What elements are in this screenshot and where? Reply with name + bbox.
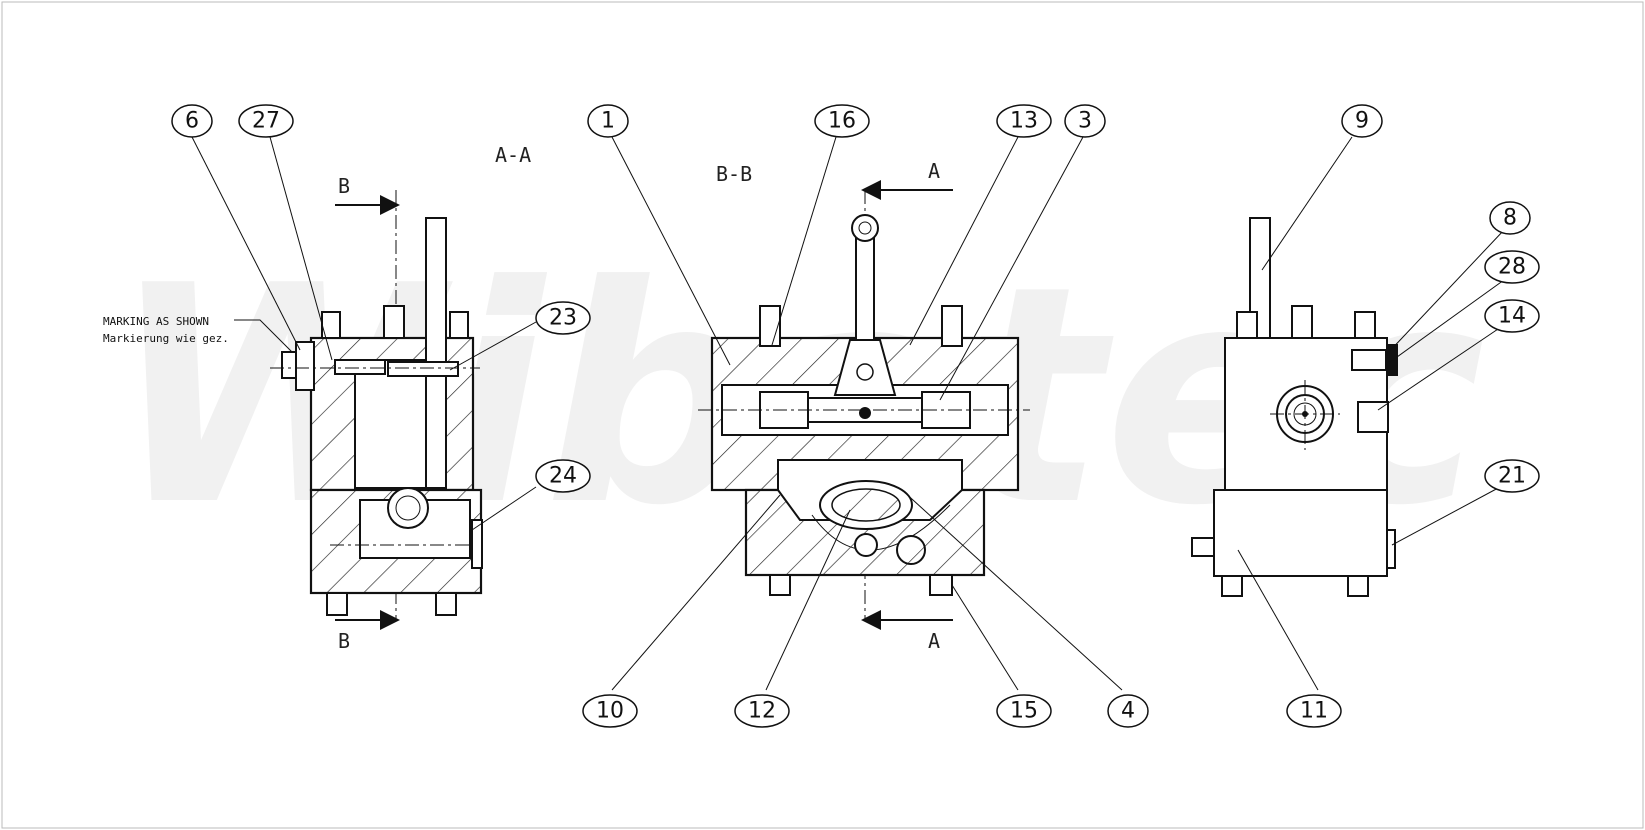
balloon-11: 11 — [1286, 694, 1342, 728]
balloon-23: 23 — [535, 301, 591, 335]
svg-text:1: 1 — [601, 109, 615, 134]
balloon-12: 12 — [734, 694, 790, 728]
svg-text:11: 11 — [1300, 699, 1328, 724]
balloon-13: 13 — [996, 104, 1052, 138]
balloon-16: 16 — [814, 104, 870, 138]
svg-text:6: 6 — [185, 109, 199, 134]
balloons: 6 27 23 24 1 16 13 3 10 12 15 4 9 8 28 1… — [171, 104, 1540, 728]
svg-text:27: 27 — [252, 109, 280, 134]
cut-mark-b-bottom: B — [338, 629, 350, 653]
balloon-21: 21 — [1484, 459, 1540, 493]
balloon-27: 27 — [238, 104, 294, 138]
svg-text:10: 10 — [596, 699, 624, 724]
balloon-14: 14 — [1484, 299, 1540, 333]
marking-note-line1: MARKING AS SHOWN — [103, 315, 209, 328]
section-bb-view: B-B A A — [698, 159, 1030, 653]
section-aa-view: A-A B B — [270, 143, 531, 653]
svg-text:3: 3 — [1078, 109, 1092, 134]
balloon-28: 28 — [1484, 250, 1540, 284]
svg-text:8: 8 — [1503, 206, 1517, 231]
section-bb-label: B-B — [716, 162, 752, 186]
balloon-15: 15 — [996, 694, 1052, 728]
balloon-10: 10 — [582, 694, 638, 728]
marking-note: MARKING AS SHOWN Markierung wie gez. — [103, 315, 293, 353]
svg-text:4: 4 — [1121, 699, 1135, 724]
balloon-3: 3 — [1064, 104, 1106, 138]
cut-mark-a-top: A — [928, 159, 940, 183]
balloon-4: 4 — [1107, 694, 1149, 728]
svg-text:15: 15 — [1010, 699, 1038, 724]
balloon-24: 24 — [535, 459, 591, 493]
svg-text:9: 9 — [1355, 109, 1369, 134]
balloon-6: 6 — [171, 104, 213, 138]
svg-text:23: 23 — [549, 306, 577, 331]
cut-mark-b-top: B — [338, 174, 350, 198]
balloon-9: 9 — [1341, 104, 1383, 138]
balloon-8: 8 — [1489, 201, 1531, 235]
balloon-1: 1 — [587, 104, 629, 138]
svg-text:28: 28 — [1498, 255, 1526, 280]
svg-text:24: 24 — [549, 464, 577, 489]
svg-text:12: 12 — [748, 699, 776, 724]
svg-text:21: 21 — [1498, 464, 1526, 489]
svg-text:14: 14 — [1498, 304, 1526, 329]
section-aa-label: A-A — [495, 143, 531, 167]
cut-mark-a-bottom: A — [928, 629, 940, 653]
marking-note-line2: Markierung wie gez. — [103, 332, 229, 345]
svg-text:16: 16 — [828, 109, 856, 134]
side-view — [1191, 217, 1398, 597]
leader-lines — [191, 136, 1505, 691]
svg-text:13: 13 — [1010, 109, 1038, 134]
